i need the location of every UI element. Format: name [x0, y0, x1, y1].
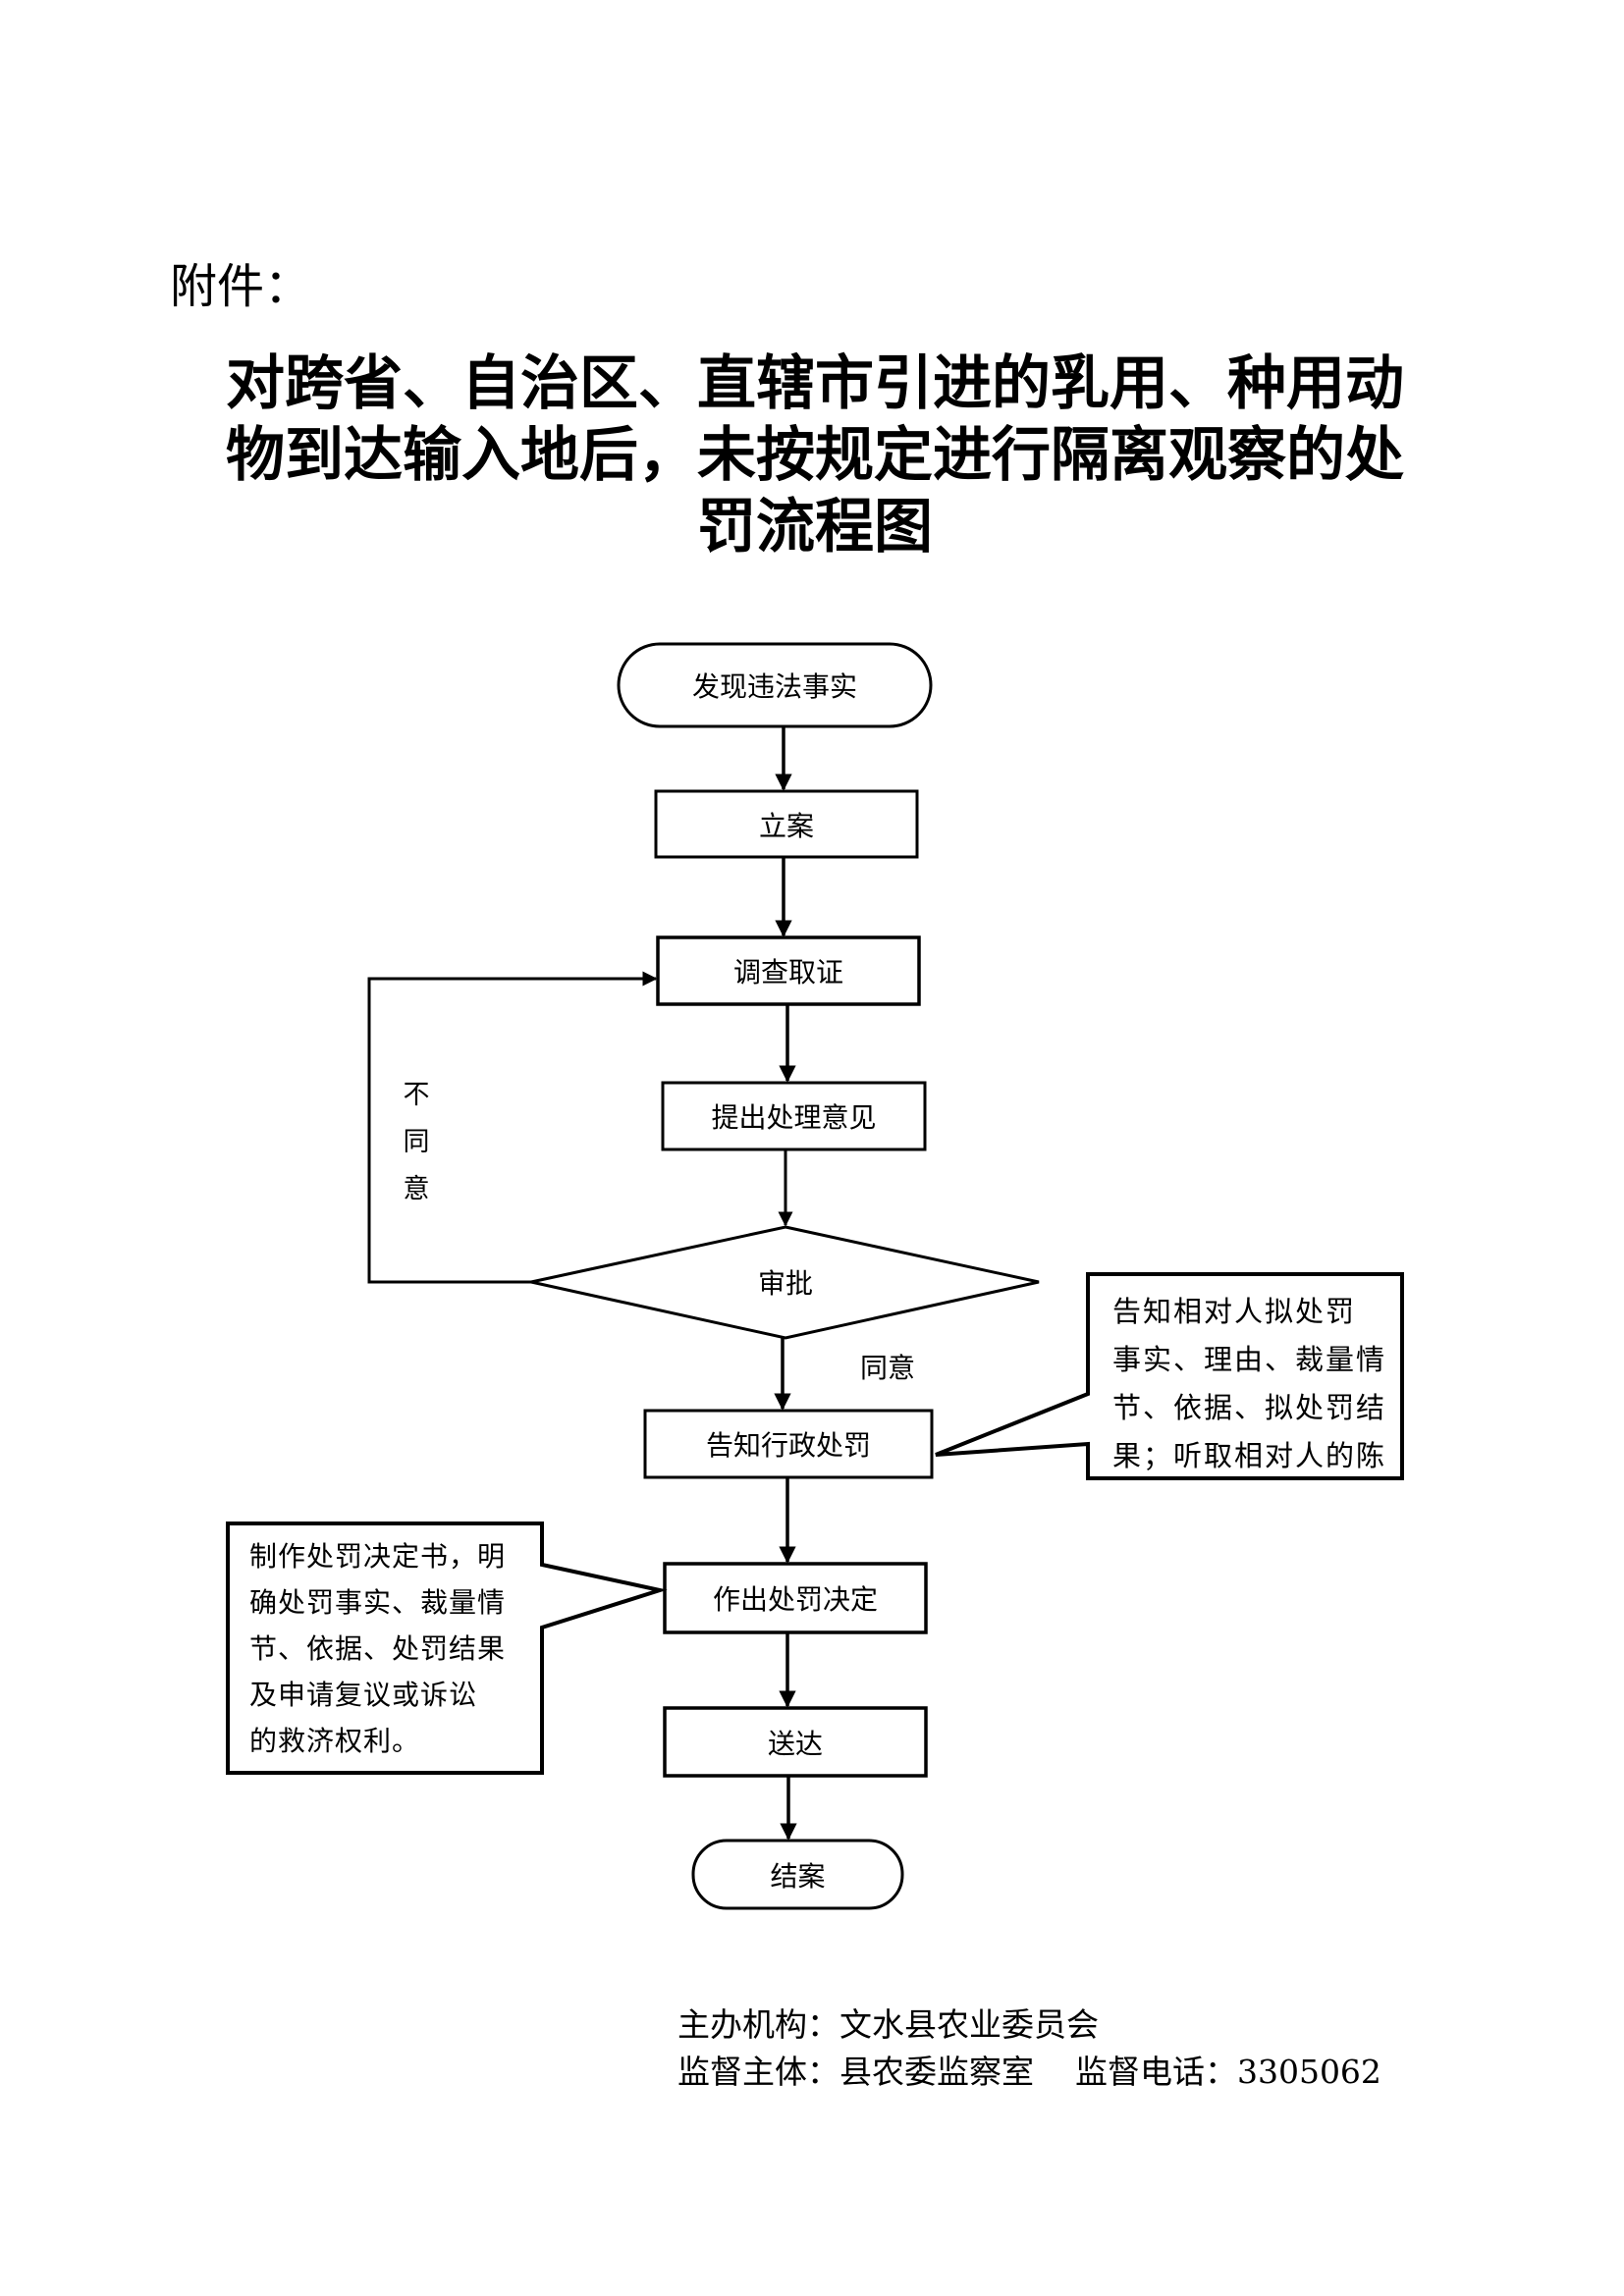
- edge-label-disagree: 不 同 意: [402, 1072, 431, 1213]
- footer-organizer: 主办机构：文水县农业委员会: [677, 2005, 1099, 2044]
- node-deliver: 送达: [767, 1727, 823, 1760]
- note-line: 节、依据、拟处罚结: [1112, 1391, 1387, 1424]
- edge-label-disagree-char: 同: [403, 1127, 430, 1157]
- node-start-shape: [617, 642, 933, 728]
- node-propose-shape: [661, 1081, 927, 1151]
- node-close-shape: [691, 1839, 904, 1910]
- attachment-label: 附件：: [170, 259, 312, 314]
- footer-supervision: 监督主体：县农委监察室 监督电话：3305062: [677, 2053, 1381, 2091]
- note-decide-shape: [226, 1522, 668, 1775]
- note-line: 事实、理由、裁量情: [1112, 1343, 1387, 1376]
- title-line-2: 物到达输入地后，未按规定进行隔离观察的处: [226, 421, 1404, 490]
- node-file-case-shape: [654, 789, 919, 859]
- note-line: 果；听取相对人的陈: [1112, 1439, 1387, 1472]
- node-decide: 作出处罚决定: [712, 1583, 878, 1616]
- note-line: 告知相对人拟处罚: [1112, 1295, 1357, 1328]
- note-line: 制作处罚决定书，明: [249, 1540, 507, 1573]
- document-title: 对跨省、自治区、直辖市引进的乳用、种用动 物到达输入地后，未按规定进行隔离观察的…: [157, 348, 1473, 563]
- node-start: 发现违法事实: [691, 670, 857, 703]
- note-line: 确处罚事实、裁量情: [249, 1586, 507, 1619]
- node-approve-shape: [530, 1225, 1040, 1340]
- title-line-3: 罚流程图: [697, 493, 933, 561]
- node-file-case: 立案: [758, 809, 814, 842]
- edge-label-agree: 同意: [860, 1352, 916, 1384]
- edge-label-disagree-char: 意: [403, 1174, 430, 1204]
- node-deliver-shape: [663, 1706, 928, 1778]
- note-notify-shape: [935, 1272, 1404, 1480]
- note-line: 及申请复议或诉讼: [249, 1679, 478, 1711]
- note-notify: 告知相对人拟处罚 事实、理由、裁量情 节、依据、拟处罚结 果；听取相对人的陈: [1112, 1288, 1386, 1480]
- node-close: 结案: [770, 1859, 826, 1893]
- node-propose: 提出处理意见: [711, 1101, 877, 1134]
- note-line: 的救济权利。: [249, 1725, 421, 1757]
- node-notify: 告知行政处罚: [705, 1429, 871, 1462]
- note-line: 节、依据、处罚结果: [249, 1632, 507, 1665]
- edge-label-disagree-char: 不: [403, 1080, 430, 1110]
- node-investigate: 调查取证: [732, 956, 843, 988]
- note-decide: 制作处罚决定书，明 确处罚事实、裁量情 节、依据、处罚结果 及申请复议或诉讼 的…: [249, 1533, 506, 1764]
- edge-disagree-loop: [367, 971, 658, 1284]
- node-decide-shape: [663, 1562, 928, 1634]
- node-approve: 审批: [757, 1267, 813, 1300]
- title-line-1: 对跨省、自治区、直辖市引进的乳用、种用动: [226, 349, 1404, 418]
